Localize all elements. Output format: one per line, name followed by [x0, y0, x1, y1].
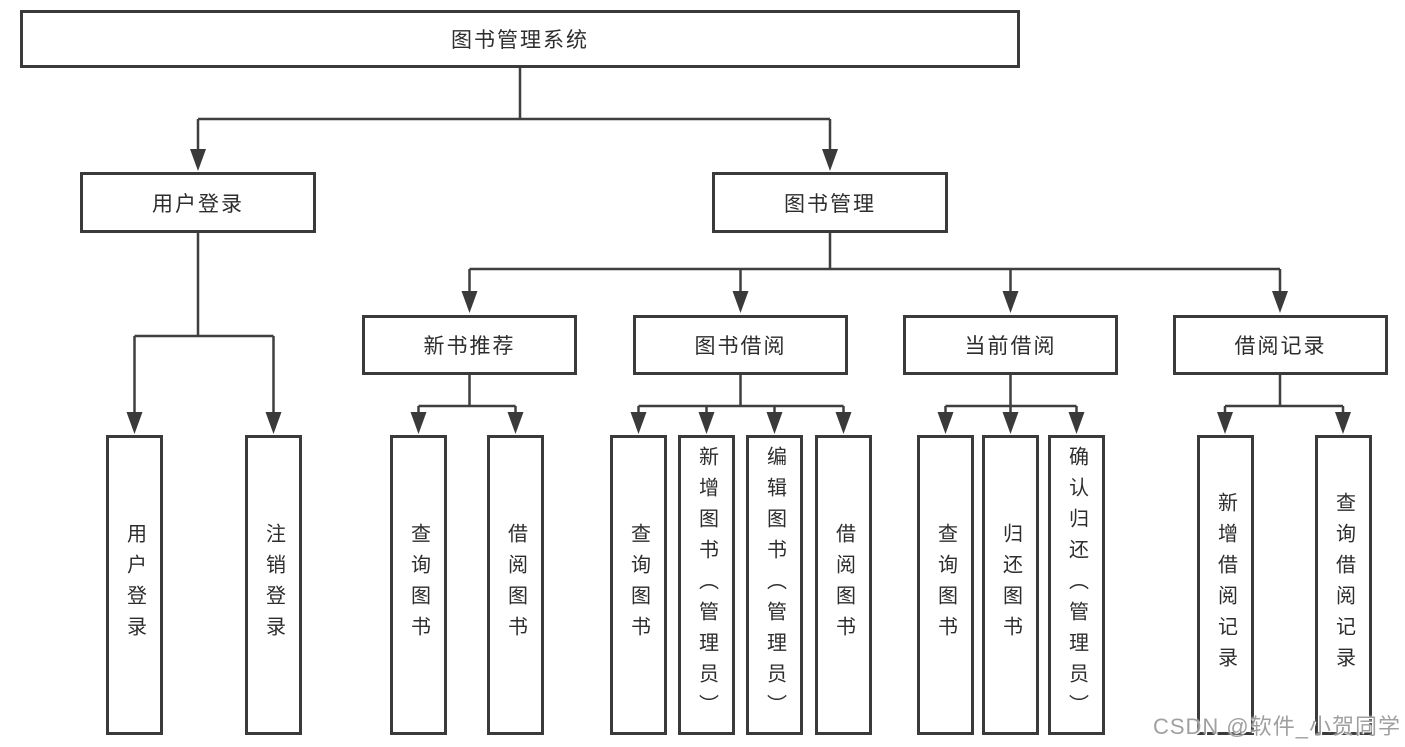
leaf-add-borrow-record-label: 新增借阅记录: [1214, 492, 1237, 678]
node-book-management: 图书管理: [712, 172, 948, 233]
leaf-confirm-return-admin: 确认归还（管理员）: [1048, 435, 1105, 735]
leaf-query-books-1-label: 查询图书: [407, 523, 430, 647]
leaf-query-books-2: 查询图书: [610, 435, 667, 735]
leaf-borrow-books-1: 借阅图书: [487, 435, 544, 735]
leaf-query-borrow-record: 查询借阅记录: [1315, 435, 1372, 735]
leaf-add-borrow-record: 新增借阅记录: [1197, 435, 1254, 735]
leaf-query-borrow-record-label: 查询借阅记录: [1332, 492, 1355, 678]
leaf-add-books-admin: 新增图书（管理员）: [678, 435, 735, 735]
leaf-query-books-1: 查询图书: [390, 435, 447, 735]
node-borrowing-records: 借阅记录: [1173, 315, 1388, 375]
leaf-edit-books-admin: 编辑图书（管理员）: [746, 435, 803, 735]
node-root: 图书管理系统: [20, 10, 1020, 68]
node-user-login: 用户登录: [80, 172, 316, 233]
leaf-logout-label: 注销登录: [262, 523, 285, 647]
csdn-watermark: CSDN @软件_小贺同学: [1152, 714, 1401, 739]
leaf-query-books-2-label: 查询图书: [627, 523, 650, 647]
leaf-borrow-books-2: 借阅图书: [815, 435, 872, 735]
node-new-book-recommend: 新书推荐: [362, 315, 577, 375]
node-current-borrowing: 当前借阅: [903, 315, 1118, 375]
leaf-borrow-books-2-label: 借阅图书: [832, 523, 855, 647]
node-root-label: 图书管理系统: [451, 29, 589, 52]
leaf-return-books: 归还图书: [982, 435, 1039, 735]
node-book-borrowing-label: 图书借阅: [694, 335, 787, 358]
leaf-confirm-return-admin-label: 确认归还（管理员）: [1065, 445, 1088, 725]
node-new-book-recommend-label: 新书推荐: [423, 335, 516, 358]
node-book-borrowing: 图书借阅: [633, 315, 848, 375]
leaf-logout: 注销登录: [245, 435, 302, 735]
leaf-user-login-label: 用户登录: [123, 523, 146, 647]
leaf-add-books-admin-label: 新增图书（管理员）: [695, 445, 718, 725]
leaf-query-books-3-label: 查询图书: [934, 523, 957, 647]
leaf-edit-books-admin-label: 编辑图书（管理员）: [763, 445, 786, 725]
node-book-management-label: 图书管理: [784, 192, 876, 216]
leaf-user-login: 用户登录: [106, 435, 163, 735]
leaf-query-books-3: 查询图书: [917, 435, 974, 735]
leaf-borrow-books-1-label: 借阅图书: [504, 523, 527, 647]
node-user-login-label: 用户登录: [152, 192, 244, 216]
node-current-borrowing-label: 当前借阅: [964, 335, 1057, 358]
node-borrowing-records-label: 借阅记录: [1234, 335, 1327, 358]
leaf-return-books-label: 归还图书: [999, 523, 1022, 647]
